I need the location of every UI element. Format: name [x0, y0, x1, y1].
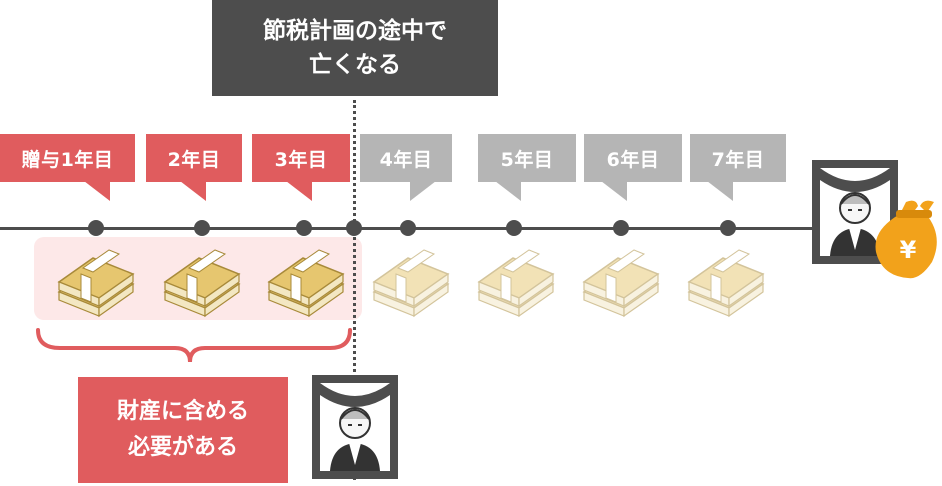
year-callout-4: 4年目	[360, 134, 452, 182]
year-callout-2: 2年目	[146, 134, 242, 182]
year-label: 5年目	[500, 148, 554, 171]
callout-tail	[286, 181, 312, 201]
memorial-portrait-icon	[311, 159, 899, 480]
timeline-dot	[720, 220, 736, 236]
banner-line-1: 節税計画の途中で	[263, 18, 447, 44]
money-bag-symbol: ¥	[899, 236, 917, 264]
year-label: 6年目	[606, 148, 660, 171]
year-label: 贈与1年目	[21, 148, 114, 171]
death-divider-line	[353, 100, 356, 480]
callout-tail	[180, 181, 206, 201]
timeline-dot	[88, 220, 104, 236]
brace-shape	[36, 328, 352, 363]
year-callout-5: 5年目	[478, 134, 576, 182]
year-label: 4年目	[379, 148, 433, 171]
timeline-dot	[506, 220, 522, 236]
year-callout-7: 7年目	[690, 134, 786, 182]
callout-tail	[707, 181, 733, 201]
death-midway-banner: 節税計画の途中で 亡くなる	[212, 0, 498, 96]
note-line-1: 財産に含める	[116, 399, 249, 424]
year-label: 3年目	[274, 148, 328, 171]
must-include-note: 財産に含める 必要がある	[78, 377, 288, 483]
timeline-dot	[613, 220, 629, 236]
banner-line-2: 亡くなる	[309, 52, 401, 78]
callout-tail	[84, 181, 110, 201]
year-callout-1: 贈与1年目	[0, 134, 135, 182]
year-label: 7年目	[711, 148, 765, 171]
year-callout-3: 3年目	[252, 134, 350, 182]
cash-bundle-icon	[58, 249, 764, 317]
timeline-dot	[296, 220, 312, 236]
callout-tail	[495, 181, 521, 201]
timeline-dot	[400, 220, 416, 236]
timeline-dot	[194, 220, 210, 236]
money-bag-icon	[875, 200, 937, 279]
callout-tail	[601, 181, 627, 201]
year-label: 2年目	[167, 148, 221, 171]
note-line-2: 必要がある	[127, 435, 238, 460]
year-callout-6: 6年目	[584, 134, 682, 182]
